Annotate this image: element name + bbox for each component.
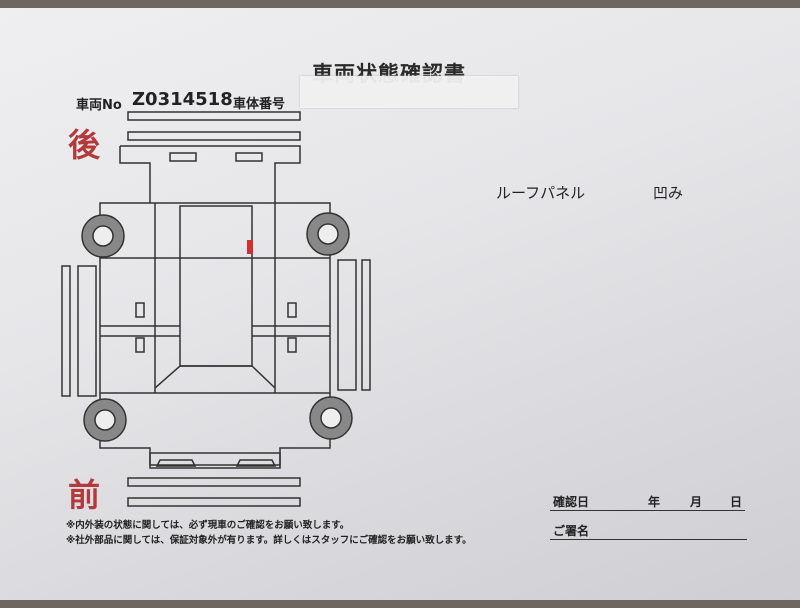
rear-label: 後	[68, 126, 101, 164]
rear-bumper	[127, 131, 301, 141]
damage-type: 凹み	[653, 184, 684, 202]
signature-line	[550, 539, 747, 540]
note-2: ※社外部品に関しては、保証対象外が有ります。詳しくはスタッフにご確認をお願い致し…	[66, 535, 472, 546]
wheel-front-right	[309, 396, 353, 440]
wheel-rear-right	[306, 212, 350, 256]
front-label: 前	[68, 476, 101, 514]
vehicle-no: Z0314518	[132, 89, 233, 110]
damage-part: ルーフパネル	[496, 184, 586, 202]
chassis-no-redaction	[300, 76, 518, 108]
wheel-rear-left	[81, 214, 125, 258]
wheel-front-left	[83, 398, 127, 442]
condition-sheet: 車両状態確認書 車両No Z0314518 車体番号 後 前	[0, 8, 800, 600]
day-label: 日	[730, 495, 743, 509]
signature-label: ご署名	[553, 524, 590, 538]
chassis-no-label: 車体番号	[233, 97, 286, 112]
year-label: 年	[648, 495, 661, 509]
confirm-date-label: 確認日	[553, 495, 590, 509]
rear-body-outline	[120, 145, 301, 203]
month-label: 月	[690, 495, 703, 509]
note-1: ※内外装の状態に関しては、必ず現車のご確認をお願い致します。	[66, 520, 350, 531]
date-line	[550, 510, 745, 511]
vehicle-no-label: 車両No	[76, 98, 122, 113]
damage-mark	[247, 240, 253, 254]
roof-panel	[179, 205, 253, 367]
body-outline	[99, 202, 331, 394]
rear-bumper-top	[127, 111, 301, 121]
car-diagram	[61, 111, 371, 507]
